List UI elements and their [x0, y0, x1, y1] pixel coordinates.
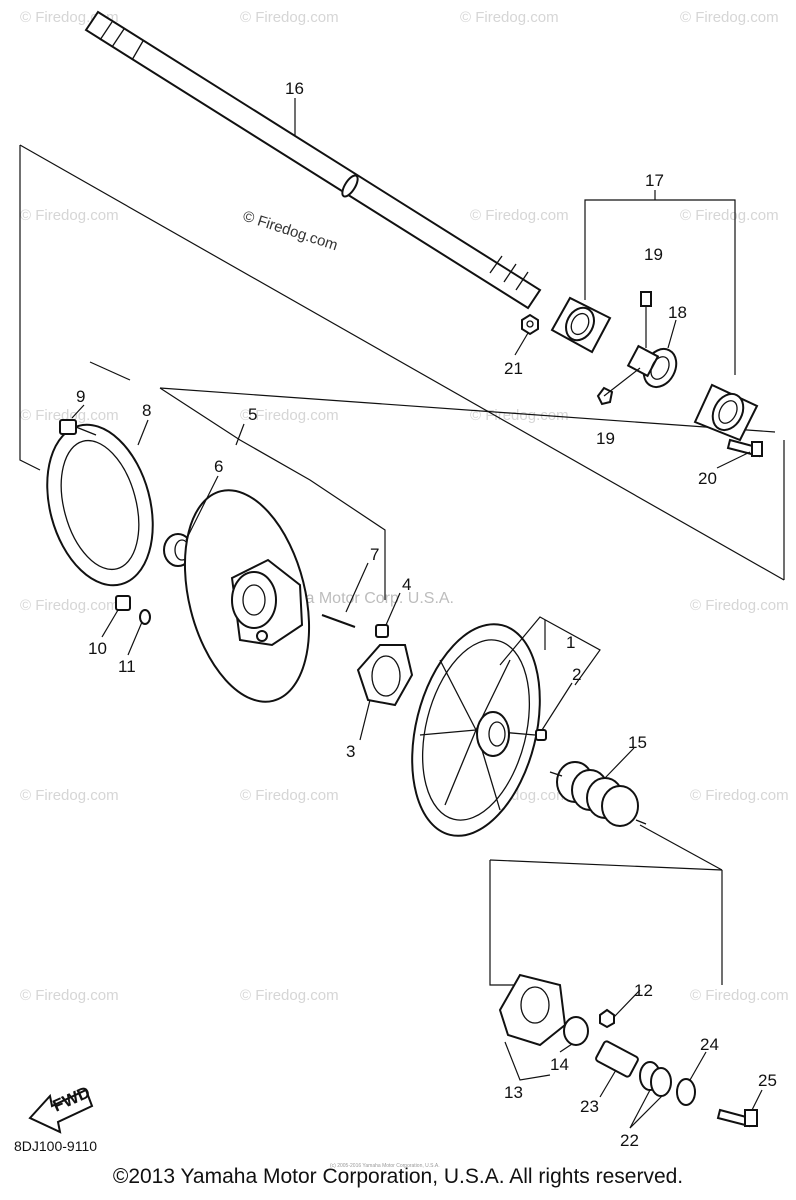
callout-15: 15: [628, 733, 647, 752]
bracket-lower-group: [489, 860, 560, 986]
callout-19-lower: 19: [596, 429, 615, 448]
set-screw-lower: [596, 386, 614, 406]
watermark: © Firedog.com: [690, 597, 789, 614]
watermark: © Firedog.com: [690, 787, 789, 804]
set-screw-upper: [640, 291, 652, 307]
callout-2: 2: [572, 665, 581, 684]
fwd-arrow-icon: FWD: [28, 1083, 94, 1134]
callout-7: 7: [370, 545, 379, 564]
washer-24: [676, 1078, 696, 1106]
movable-sheave-1: [411, 623, 541, 837]
reference-code: 8DJ100-9110: [14, 1138, 98, 1154]
bolt-25: [716, 1108, 758, 1128]
bracket-1: [499, 616, 601, 686]
callout-24: 24: [700, 1035, 719, 1054]
washer-22-b: [650, 1067, 672, 1097]
tiny-copyright-note: (c) 2005-2016 Yamaha Motor Corporation, …: [330, 1163, 440, 1169]
callout-4: 4: [402, 575, 411, 594]
callout-21: 21: [504, 359, 523, 378]
bracket-5: [159, 387, 386, 600]
callout-23: 23: [580, 1097, 599, 1116]
nut-21: [521, 313, 539, 336]
watermark: © Firedog.com: [680, 9, 779, 26]
bearing-housing-left: [550, 296, 612, 354]
bolt-9: [59, 419, 97, 436]
nut-12: [599, 1008, 615, 1029]
callout-5: 5: [248, 405, 257, 424]
group-outline-line: [89, 361, 131, 381]
watermark: © Firedog.com: [680, 207, 779, 224]
callout-11: 11: [118, 657, 136, 676]
watermark: © Firedog.com: [240, 987, 339, 1004]
group-outline-upper: [19, 145, 41, 471]
stud-7: [321, 614, 356, 628]
callout-18: 18: [668, 303, 687, 322]
callout-labels: 1 2 3 4 5 6 7 8 9 10 11 12 13 14 15 16 1…: [76, 79, 777, 1150]
callout-20: 20: [698, 469, 717, 488]
callout-14: 14: [550, 1055, 569, 1074]
callout-16: 16: [285, 79, 304, 98]
callout-10: 10: [88, 639, 107, 658]
bracket-13: [504, 1041, 551, 1081]
watermark: © Firedog.com: [470, 207, 569, 224]
callout-8: 8: [142, 401, 151, 420]
bolt-10: [115, 595, 131, 611]
sleeve-23: [595, 1040, 639, 1078]
callout-22: 22: [620, 1131, 639, 1150]
callout-6: 6: [214, 457, 223, 476]
callout-25: 25: [758, 1071, 777, 1090]
washer-11: [139, 609, 151, 625]
callout-1: 1: [566, 633, 575, 652]
watermark: © Firedog.com: [20, 987, 119, 1004]
screw-4: [375, 624, 389, 638]
screw-2: [535, 729, 547, 741]
shaft: [84, 10, 542, 310]
watermark: © Firedog.com: [20, 407, 119, 424]
watermark: © Firedog.com: [460, 9, 559, 26]
firedog-watermark: © Firedog.com: [241, 208, 340, 255]
watermark: © Firedog.com: [20, 597, 119, 614]
callout-13: 13: [504, 1083, 523, 1102]
watermark: © Firedog.com: [470, 407, 569, 424]
bolt-20: [726, 438, 763, 458]
callout-3: 3: [346, 742, 355, 761]
callout-17: 17: [645, 171, 664, 190]
watermark: © Firedog.com: [20, 207, 119, 224]
bearing-housing-right: [693, 383, 759, 442]
bearing-18: [626, 344, 678, 389]
group-outline-line: [639, 824, 723, 871]
bushing-14: [563, 1016, 589, 1046]
spring-15: [549, 761, 647, 827]
watermark: © Firedog.com: [690, 987, 789, 1004]
fixed-sheave-5: [183, 489, 311, 703]
watermark: © Firedog.com: [240, 9, 339, 26]
group-outline-line: [159, 387, 776, 433]
group-outline-line: [19, 144, 785, 581]
plate-3: [356, 644, 414, 707]
callout-9: 9: [76, 387, 85, 406]
callout-12: 12: [634, 981, 653, 1000]
watermark: © Firedog.com: [240, 787, 339, 804]
bracket-17: [584, 199, 736, 375]
brake-disc-8: [46, 423, 154, 587]
copyright-footer: ©2013 Yamaha Motor Corporation, U.S.A. A…: [112, 1165, 684, 1188]
callout-19-upper: 19: [644, 245, 663, 264]
watermark: © Firedog.com: [20, 787, 119, 804]
leader-lines: [71, 98, 763, 1129]
watermark: © Firedog.com: [240, 407, 339, 424]
